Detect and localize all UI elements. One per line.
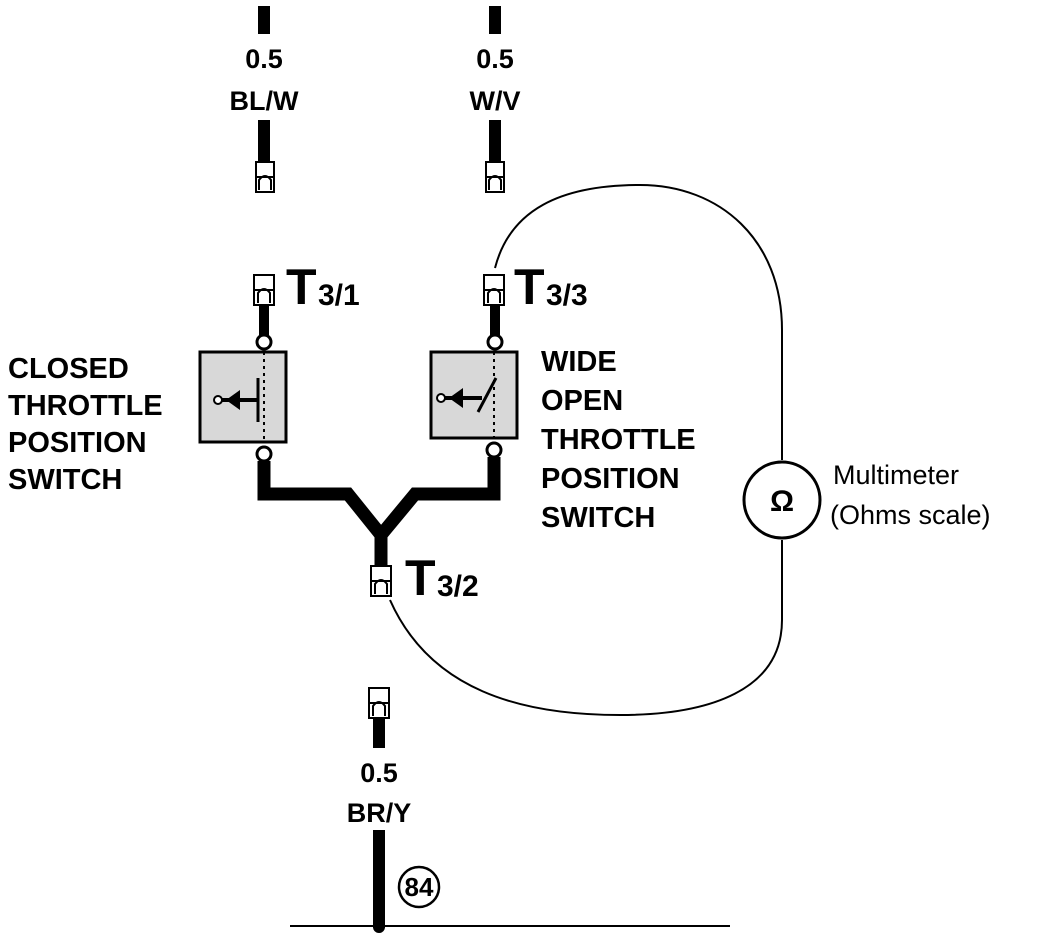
wire-color-bl-w: BL/W	[230, 86, 299, 116]
terminal-t32-pin	[370, 565, 392, 597]
closed-switch-bottom-terminal	[255, 445, 273, 463]
terminal-t33-letter: T	[514, 259, 545, 315]
wire-segment-br-y-bottom	[373, 830, 385, 928]
closed-switch-label-line4: SWITCH	[8, 464, 122, 496]
wire-size-w-v: 0.5	[476, 44, 514, 74]
connector-pin-top-right	[485, 161, 505, 193]
wire-segment-br-y-top	[373, 718, 385, 748]
closed-switch-label-line2: THROTTLE	[8, 390, 163, 422]
wire-t33-to-switch	[490, 305, 500, 337]
terminal-t31-pin	[253, 274, 275, 306]
wide-switch-label-line2: OPEN	[541, 385, 623, 417]
wire-segment-w-v-bottom	[489, 120, 501, 162]
closed-switch-label-line1: CLOSED	[8, 353, 129, 385]
wide-switch-top-terminal	[486, 333, 504, 351]
terminal-t31-number: 3/1	[318, 279, 360, 312]
wide-switch-label-line4: POSITION	[541, 463, 680, 495]
wire-segment-bl-w-top	[258, 6, 270, 34]
wire-size-bl-w: 0.5	[245, 44, 283, 74]
terminal-t33-number: 3/3	[546, 279, 588, 312]
wide-switch-bottom-terminal	[485, 441, 503, 459]
wide-switch-label-line1: WIDE	[541, 346, 617, 378]
closed-throttle-switch-icon	[198, 350, 288, 444]
connector-pin-bottom	[368, 687, 390, 719]
wide-open-throttle-switch-icon	[429, 350, 519, 440]
wire-size-br-y: 0.5	[360, 758, 398, 788]
wire-color-br-y: BR/Y	[347, 798, 412, 828]
meter-lead-lower	[389, 540, 783, 717]
ohm-symbol: Ω	[770, 485, 794, 518]
wire-color-w-v: W/V	[470, 86, 521, 116]
meter-lead-upper	[494, 183, 783, 460]
wire-segment-w-v-top	[489, 6, 501, 34]
wide-switch-label-line3: THROTTLE	[541, 424, 696, 456]
connector-pin-top-left	[255, 161, 275, 193]
wide-switch-label-line5: SWITCH	[541, 502, 655, 534]
ground-junction-dot	[373, 921, 385, 933]
closed-switch-top-terminal	[255, 333, 273, 351]
multimeter-scale-label: (Ohms scale)	[830, 500, 991, 530]
terminal-t32-number: 3/2	[437, 570, 479, 603]
closed-switch-label-line3: POSITION	[8, 427, 147, 459]
terminal-t31-letter: T	[286, 259, 317, 315]
terminal-t33-pin	[483, 274, 505, 306]
wire-t31-to-switch	[259, 305, 269, 337]
multimeter-icon	[742, 460, 822, 540]
terminal-t32-letter: T	[405, 550, 436, 606]
wire-segment-bl-w-bottom	[258, 120, 270, 162]
ground-point-badge	[397, 865, 441, 909]
ground-point-number: 84	[405, 872, 434, 902]
wire-switches-to-t32	[257, 457, 501, 566]
multimeter-label: Multimeter	[833, 460, 959, 490]
